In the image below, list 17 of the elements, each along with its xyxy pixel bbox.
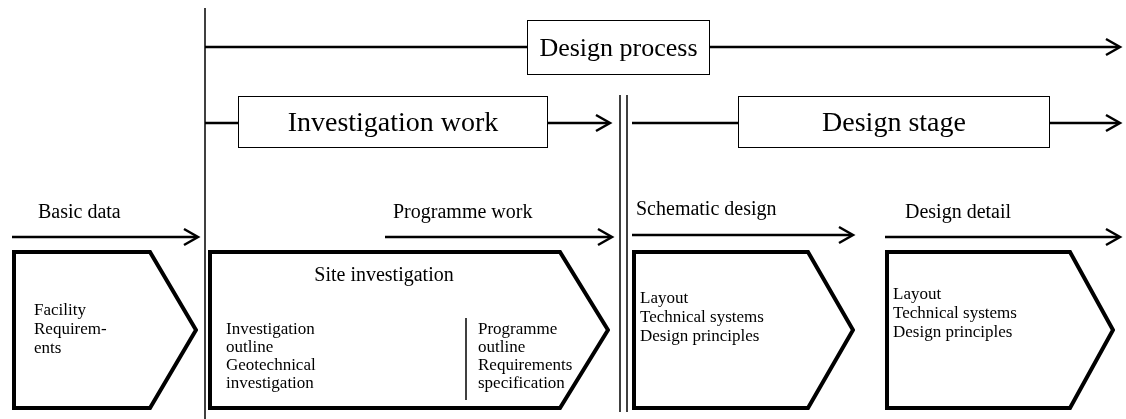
step-text: Technical systems xyxy=(640,307,764,326)
step-text: Technical systems xyxy=(893,303,1017,322)
step-text: Programme outline Requirements specification xyxy=(478,320,574,392)
phase-label: Design detail xyxy=(905,200,1012,223)
step-text: Investigation outline Geotechnical investigation xyxy=(226,320,317,392)
step-text: Design principles xyxy=(640,326,760,345)
step-text: Design principles xyxy=(893,322,1013,341)
step-text: Facility Requirem-ents xyxy=(34,300,108,357)
phase-label: Basic data xyxy=(38,200,121,223)
phase-label: Programme work xyxy=(393,200,533,223)
step-text: Layout xyxy=(893,284,942,303)
step-text: Layout xyxy=(640,288,689,307)
stage-box: Design process xyxy=(527,20,710,75)
phase-label: Schematic design xyxy=(636,197,777,220)
stage-box: Investigation work xyxy=(238,96,548,148)
step-heading: Site investigation xyxy=(313,262,455,286)
stage-box: Design stage xyxy=(738,96,1050,148)
